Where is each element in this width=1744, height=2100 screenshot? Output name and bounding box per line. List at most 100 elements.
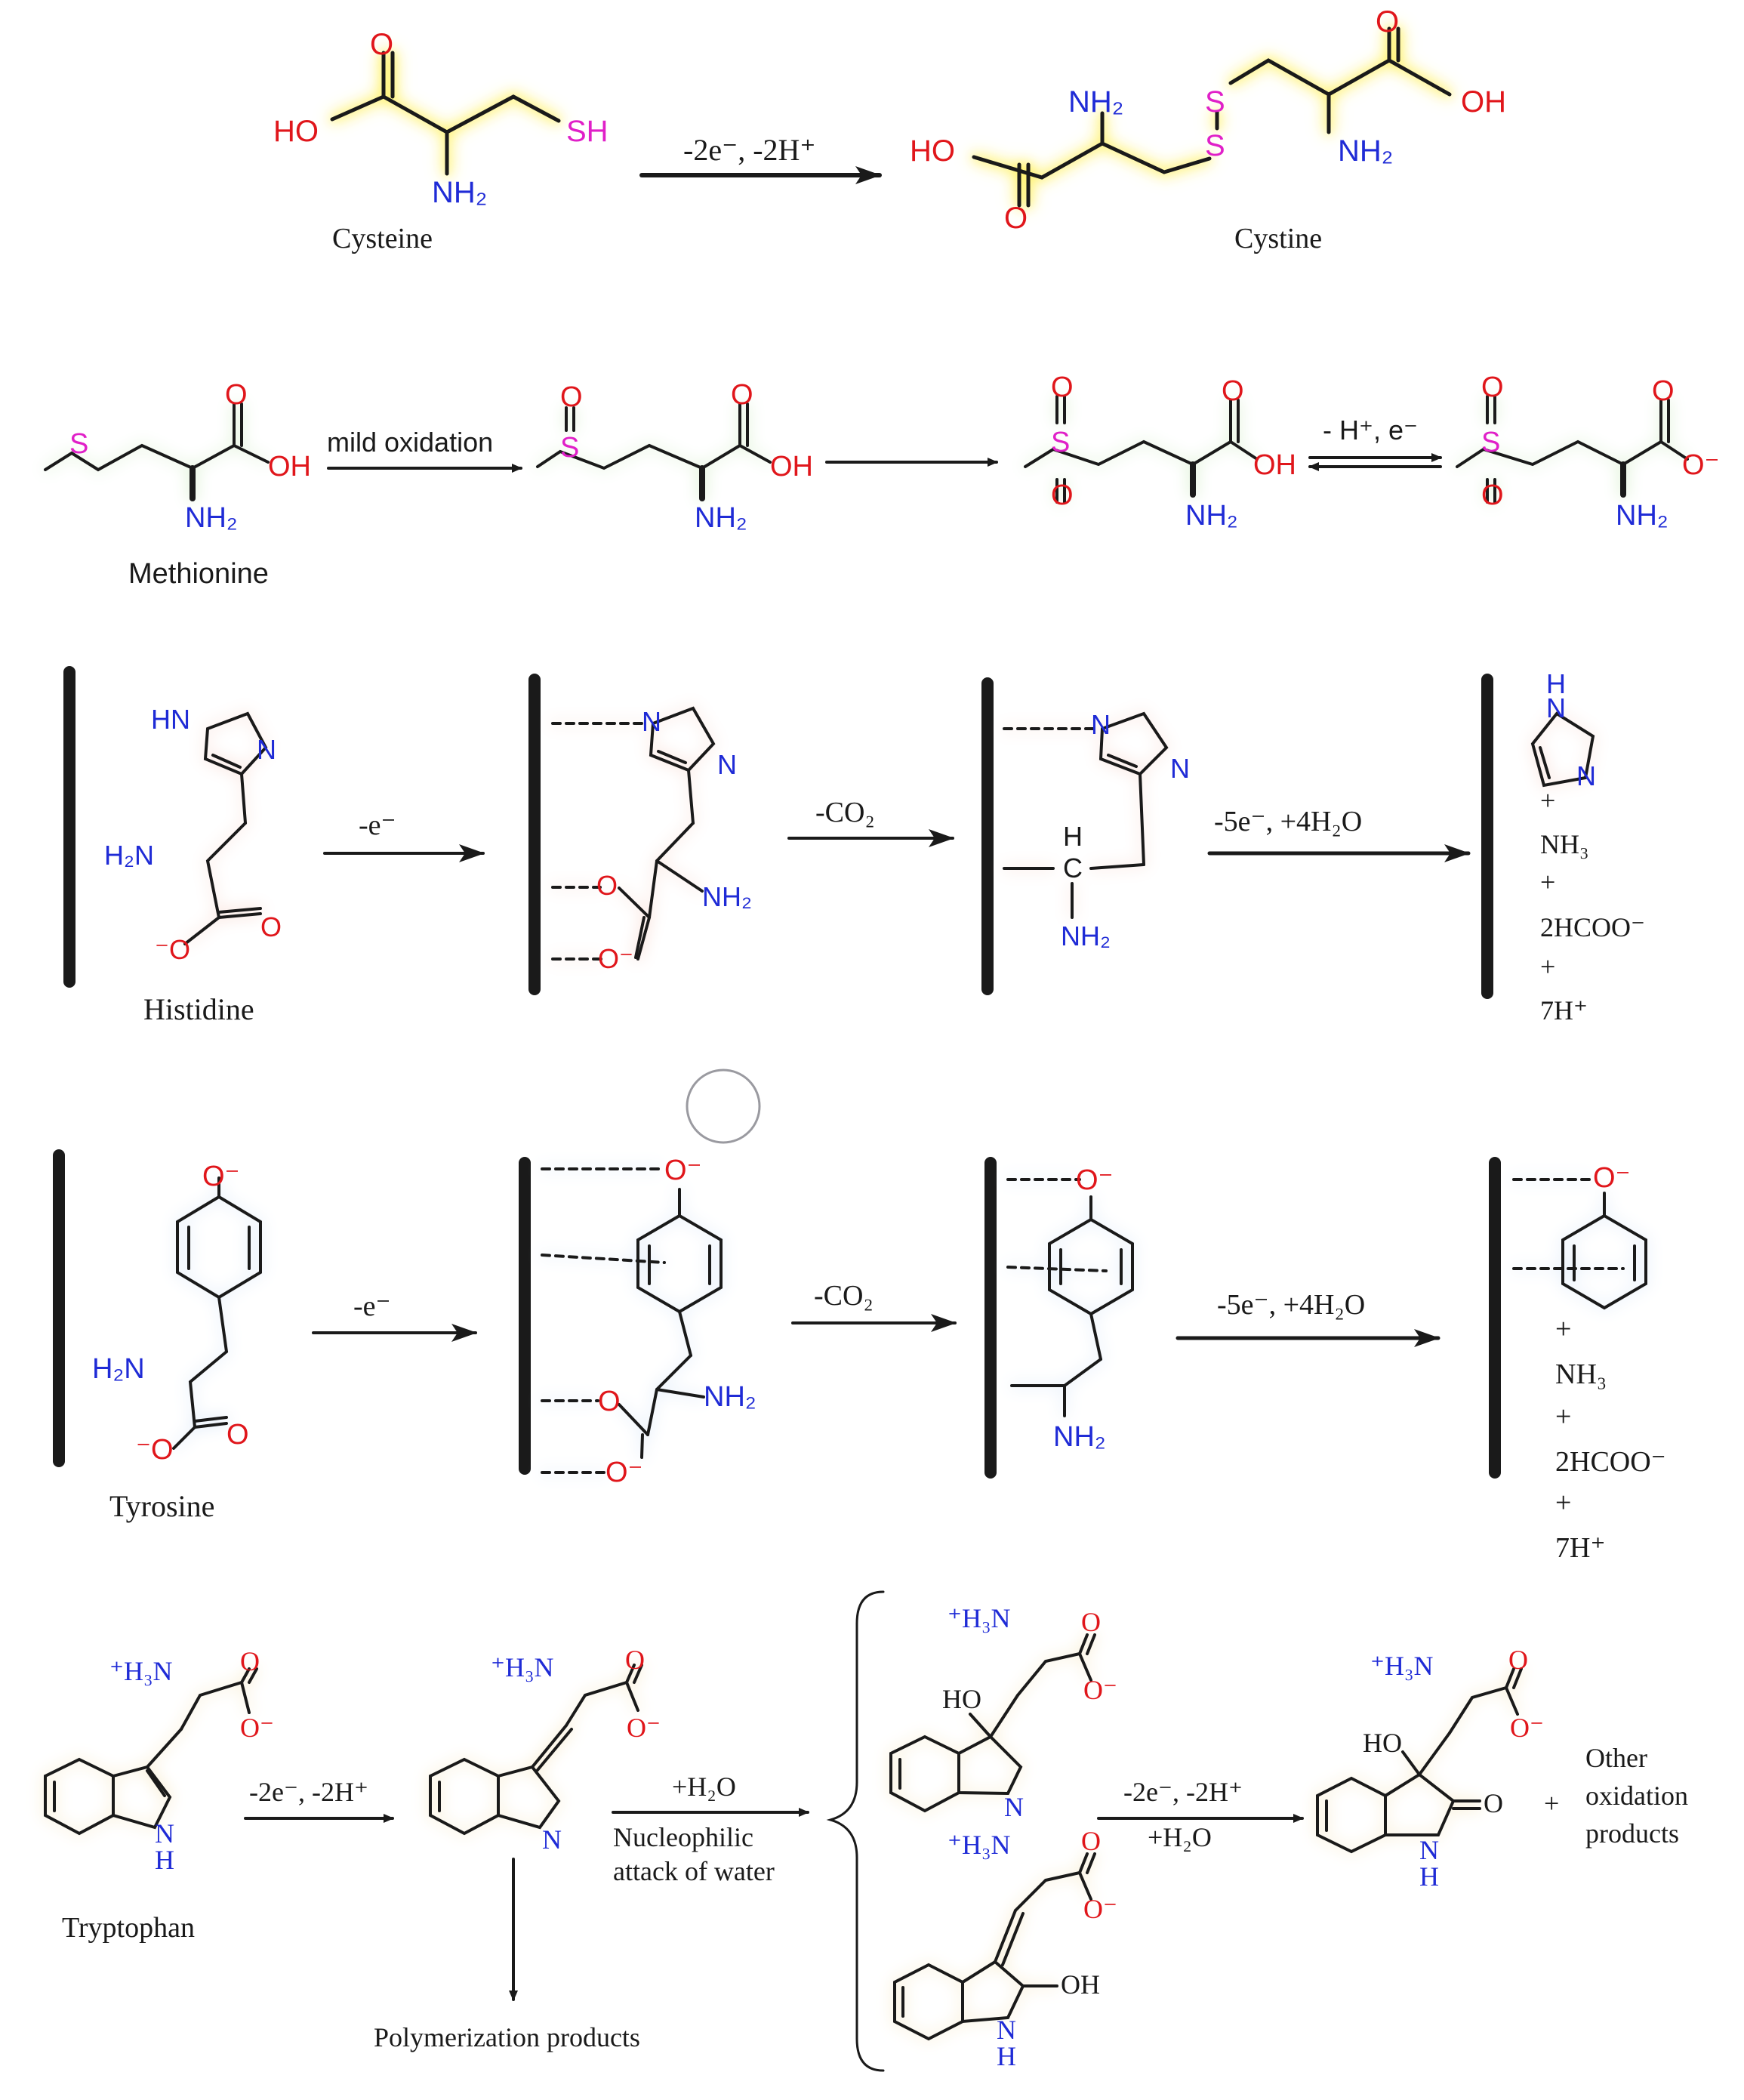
met-oh: OH [268,451,311,483]
tyr-prod-plus1: + [1555,1313,1571,1345]
trp4-o: O [1081,1826,1101,1856]
metso2-nh2: NH₂ [1185,500,1238,532]
histidine-name: Histidine [143,992,254,1026]
his-step1: -e⁻ [359,809,396,841]
metso2-o-bottom: O [1051,480,1074,511]
his2-n2: N [717,749,737,780]
tryptophan-molecule [44,1667,258,1836]
trp-step3-bottom: +H₂O [1148,1822,1212,1852]
trp-oxindole [1316,1667,1523,1854]
tyr-step3: -5e⁻, +4H₂O [1217,1289,1365,1321]
trp-nh: H [155,1845,174,1875]
his-prod-h: 7H⁺ [1540,995,1588,1025]
metso2-oh: OH [1253,449,1296,481]
metsulf-o-top: O [1481,372,1504,403]
tyr-radical [541,1167,723,1474]
metso-o-top: O [560,381,583,413]
met-nh2: NH₂ [185,502,238,534]
histidine-labels: HN N H₂N O ⁻O Histidine -e⁻ N N O NH₂ O⁻… [104,668,1645,1026]
tyrosine-molecule [172,1176,262,1450]
trp-intermediate [429,1664,643,1836]
tyrosine-name: Tyrosine [109,1489,214,1523]
trp4-o-minus: O⁻ [1083,1894,1117,1924]
tyr2-o-minus: O⁻ [664,1155,702,1186]
trp-hydroxy-2 [893,1852,1096,2041]
tyr-o-minus-l: ⁻O [136,1434,174,1466]
trp-step2-bottom-1: Nucleophilic [613,1822,753,1852]
metsulf-o-minus: O⁻ [1682,449,1720,481]
trp5-o-keto: O [1484,1788,1503,1818]
his-prod-plus2: + [1540,867,1555,897]
cystine-o-bottom: O [1004,202,1028,235]
met-s: S [69,428,88,460]
met-arrow1-label: mild oxidation [327,427,493,458]
cystine-nh2-bottom: NH₂ [1338,134,1393,168]
trp3-h3n: ⁺H₃N [947,1603,1011,1633]
his-prod-n2: N [1576,760,1596,791]
trp4-n: N [997,2015,1016,2045]
trp2-o: O [625,1645,645,1675]
his-hn: HN [151,704,190,735]
tyr-step2: -CO₂ [814,1280,874,1312]
metsulf-o-bottom: O [1481,480,1504,511]
cysteine-row [330,26,1452,208]
trp3-o: O [1081,1607,1101,1637]
metsulf-o: O [1652,375,1675,407]
his-prod-h: H [1546,668,1566,699]
methionine-sulfonate [1456,395,1689,504]
cystine-s2: S [1205,85,1225,119]
trp5-n: N [1419,1835,1439,1865]
his2-nh2: NH₂ [702,881,752,912]
tyr2-o-minus-b: O⁻ [605,1457,643,1488]
tryptophan-labels: ⁺H₃N O O⁻ N H Tryptophan -2e⁻, -2H⁺ ⁺H₃N… [62,1603,1688,2071]
his2-o: O [596,870,618,901]
cysteine-sh: SH [566,115,609,148]
cursor-circle [686,1069,761,1144]
trp3-ho: HO [942,1684,981,1714]
his-prod-plus3: + [1540,951,1555,982]
methionine-sulfone [1024,395,1259,504]
methionine-row [44,395,1689,504]
tyr-prod-h: 7H⁺ [1555,1532,1606,1564]
tyrosine-labels: O⁻ H₂N O ⁻O Tyrosine -e⁻ O⁻ O NH₂ O⁻ -CO… [92,1155,1666,1564]
tyr3-nh2: NH₂ [1053,1421,1106,1453]
metso2-s: S [1051,427,1070,458]
other-label-3: products [1585,1818,1679,1849]
trp-h3n: ⁺H₃N [109,1656,173,1686]
tyrosine-row [53,1149,1647,1479]
trp3-n: N [1004,1792,1024,1822]
polymer-label: Polymerization products [374,2022,640,2052]
other-label-1: Other [1585,1743,1647,1773]
his-radical [551,706,716,961]
tryptophan-row [44,1590,1523,2072]
cystine-o-top: O [1376,5,1399,39]
trp-step2-bottom-2: attack of water [613,1856,775,1886]
trp5-nh: H [1419,1861,1439,1892]
tyr-o: O [226,1419,249,1451]
tyr2-o: O [598,1386,621,1417]
methionine-name: Methionine [128,558,269,590]
his2-o-minus: O⁻ [598,943,633,974]
tyr-prod-hcoo: 2HCOO⁻ [1555,1446,1666,1478]
cysteine-o: O [370,28,393,61]
his-prod-nh3: NH₃ [1540,829,1589,859]
metso-nh2: NH₂ [695,502,747,534]
methionine-labels: S O OH NH₂ Methionine mild oxidation O S… [69,372,1720,590]
cysteine-arrow-label: -2e⁻, -2H⁺ [683,133,816,167]
his-prod-plus1: + [1540,785,1555,816]
tyr4-o-minus: O⁻ [1593,1162,1631,1194]
tyr3-o-minus: O⁻ [1076,1164,1114,1196]
trp2-h3n: ⁺H₃N [491,1652,554,1682]
trp5-o-minus: O⁻ [1510,1713,1544,1743]
cystine-name: Cystine [1234,223,1322,254]
cysteine-molecule [330,51,561,176]
cystine-nh2-top: NH₂ [1068,85,1123,119]
his-decarboxylated [1003,711,1169,919]
cystine-s1: S [1205,129,1225,162]
imidazole-product [1530,711,1595,788]
his-prod-n1: N [1546,692,1566,723]
trp3-o-minus: O⁻ [1083,1675,1117,1705]
his3-h: H [1063,821,1083,852]
his-prod-hcoo: 2HCOO⁻ [1540,912,1645,942]
